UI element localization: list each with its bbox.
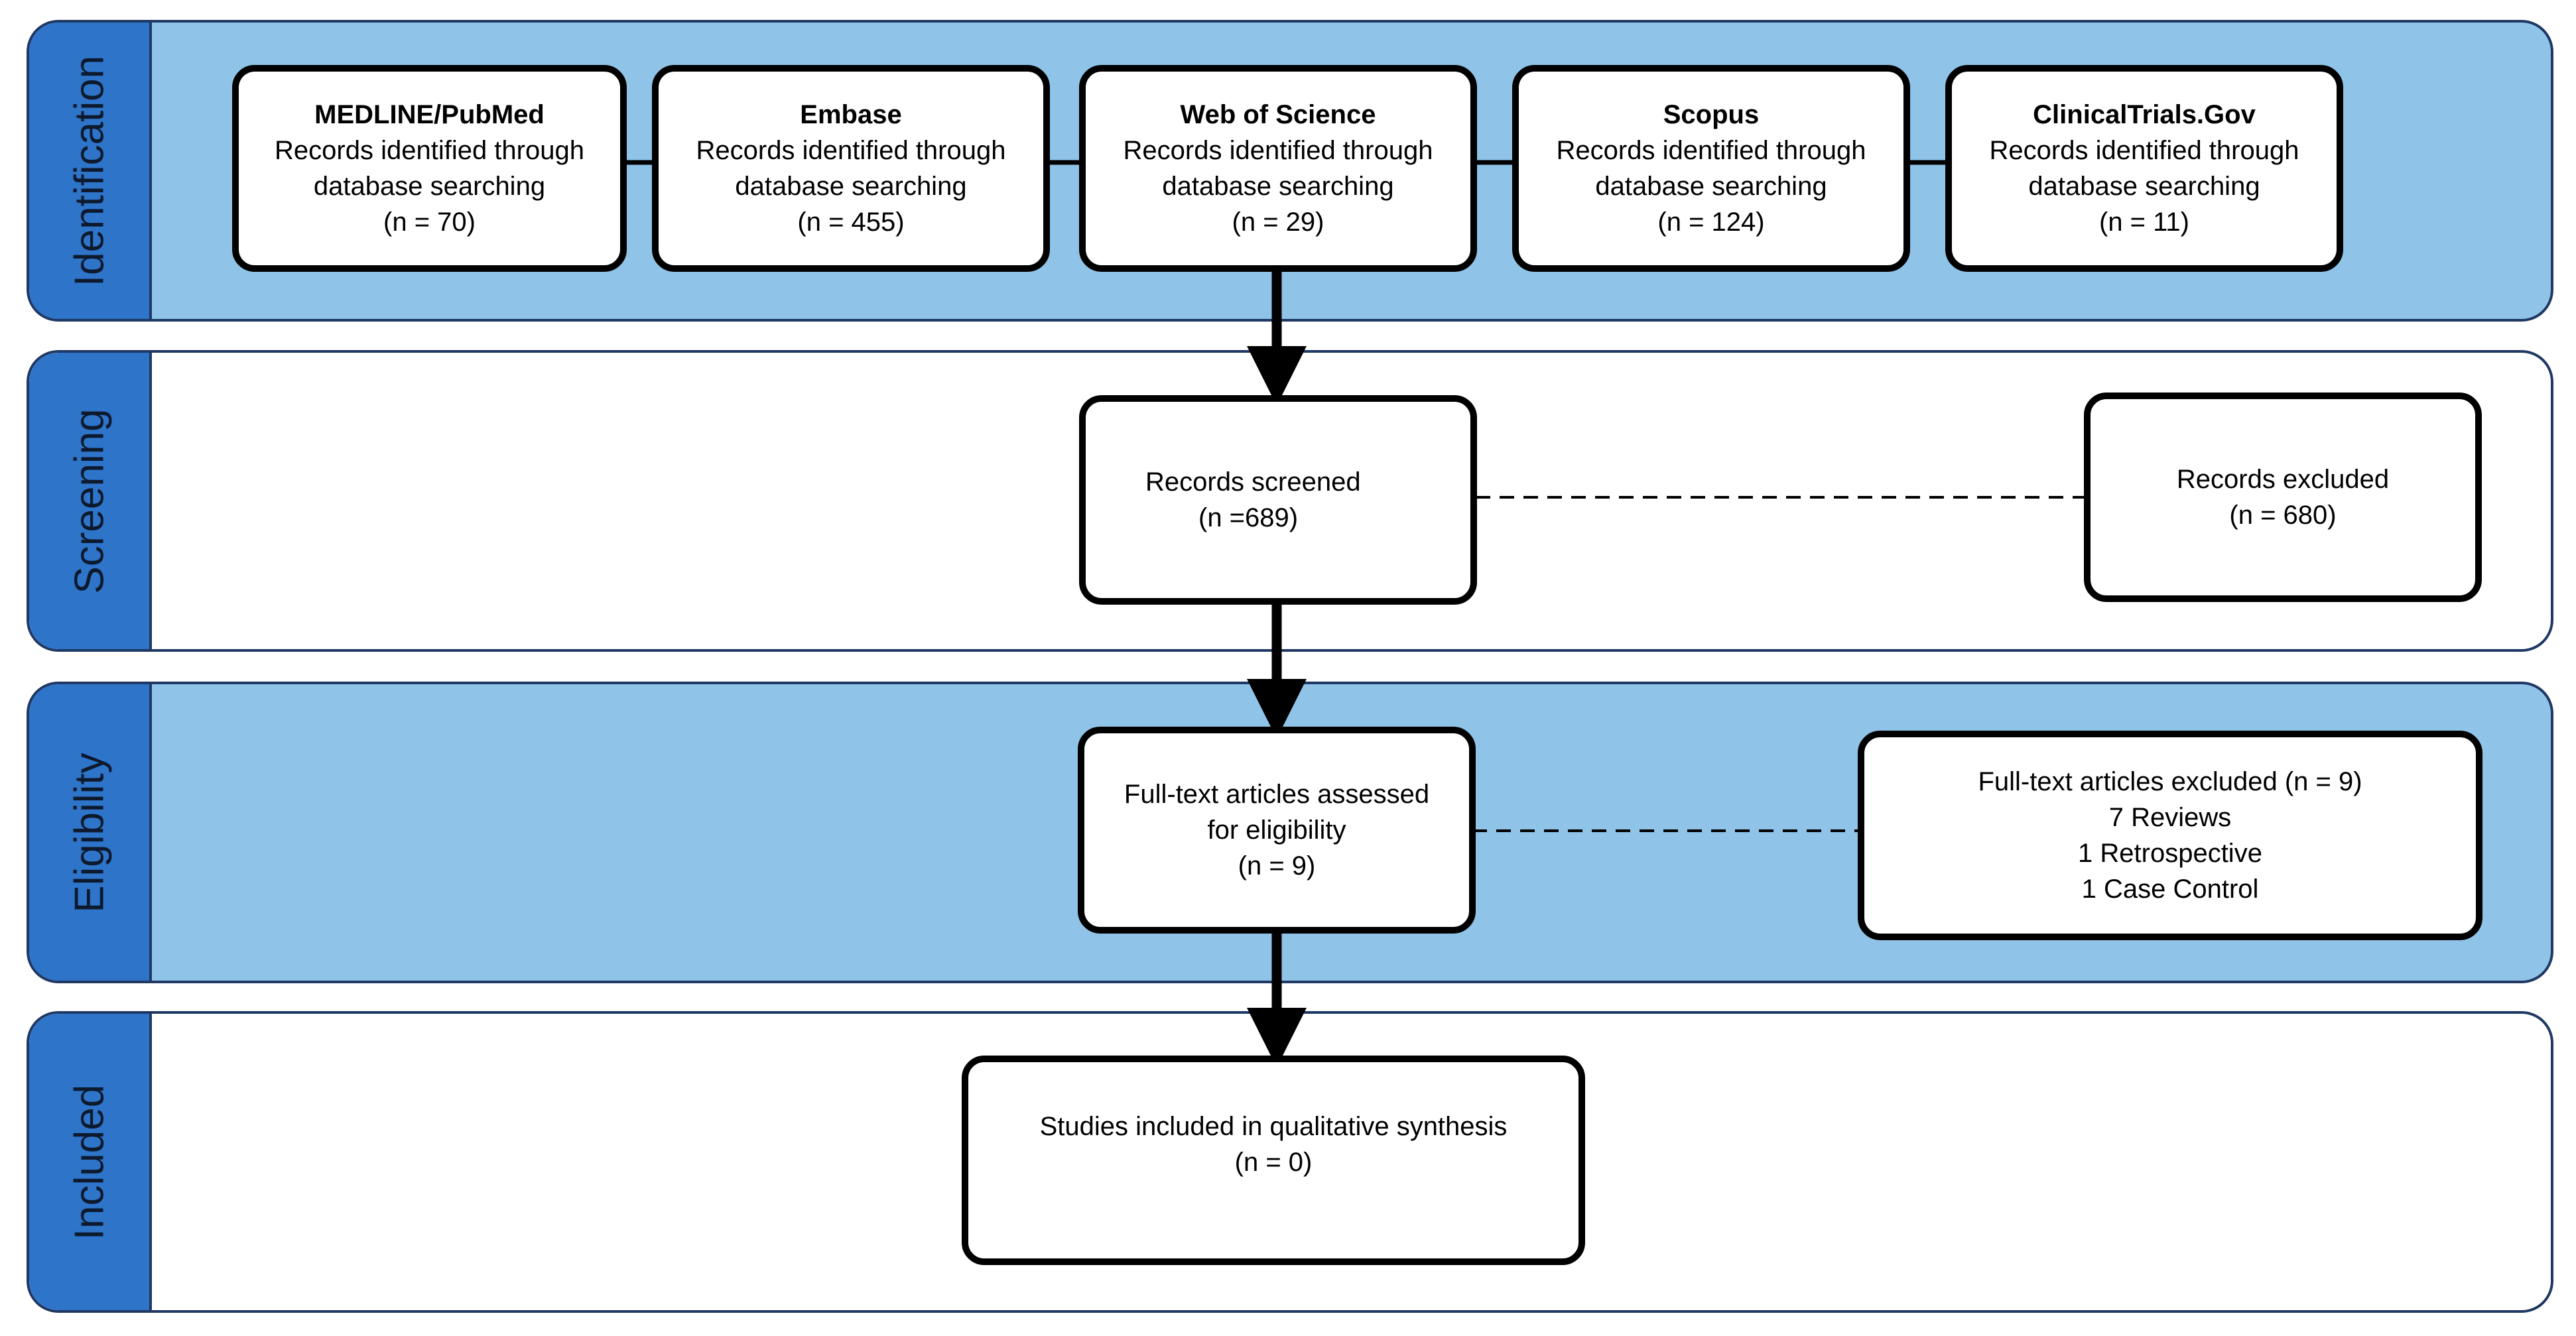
exclusion-reason-reviews: 7 Reviews (2108, 803, 2232, 832)
source-count: (n = 124) (1657, 208, 1765, 237)
source-count: (n = 70) (383, 208, 476, 237)
source-box-scopus: Scopus Records identified through databa… (1512, 65, 1910, 272)
exclusion-reason-retrospective: 1 Retrospective (2078, 839, 2262, 868)
records-excluded-box: Records excluded (n = 680) (2084, 393, 2482, 602)
source-description-line2: database searching (313, 172, 546, 201)
screening-stage-label: Screening (29, 353, 152, 649)
source-count: (n = 455) (797, 208, 905, 237)
included-stage-label: Included (29, 1014, 152, 1310)
source-count: (n = 11) (2099, 208, 2189, 237)
records-screened-box: Records screened (n =689) (1079, 395, 1477, 605)
source-box-web-of-science: Web of Science Records identified throug… (1079, 65, 1477, 272)
source-title: Web of Science (1180, 100, 1376, 129)
source-title: Embase (800, 100, 902, 129)
source-description-line1: Records identified through (1123, 136, 1433, 165)
source-title: ClinicalTrials.Gov (2033, 100, 2256, 129)
source-description-line1: Records identified through (275, 136, 584, 165)
source-description-line1: Records identified through (1556, 136, 1866, 165)
studies-included-label: Studies included in qualitative synthesi… (1039, 1112, 1508, 1141)
full-text-excluded-box: Full-text articles excluded (n = 9) 7 Re… (1858, 731, 2482, 940)
source-description-line2: database searching (735, 172, 967, 201)
records-excluded-label: Records excluded (2176, 465, 2390, 494)
records-excluded-count: (n = 680) (2229, 501, 2337, 530)
source-box-clinicaltrials: ClinicalTrials.Gov Records identified th… (1945, 65, 2343, 272)
source-title: MEDLINE/PubMed (314, 100, 545, 129)
source-box-embase: Embase Records identified through databa… (652, 65, 1050, 272)
full-text-assessed-count: (n = 9) (1238, 851, 1316, 881)
full-text-assessed-box: Full-text articles assessed for eligibil… (1078, 727, 1476, 934)
studies-included-box: Studies included in qualitative synthesi… (962, 1056, 1585, 1265)
source-description-line1: Records identified through (1989, 136, 2299, 165)
identification-stage-label: Identification (29, 23, 152, 319)
source-description-line2: database searching (1162, 172, 1394, 201)
records-screened-label: Records screened (1145, 467, 1361, 497)
source-description-line2: database searching (1595, 172, 1827, 201)
source-box-medline: MEDLINE/PubMed Records identified throug… (232, 65, 627, 272)
full-text-assessed-label-line1: Full-text articles assessed (1124, 780, 1430, 809)
source-count: (n = 29) (1232, 208, 1324, 237)
exclusion-reason-case-control: 1 Case Control (2081, 875, 2259, 904)
eligibility-stage-label: Eligibility (29, 684, 152, 981)
source-title: Scopus (1663, 100, 1760, 129)
full-text-assessed-label-line2: for eligibility (1207, 816, 1346, 845)
source-description-line1: Records identified through (696, 136, 1006, 165)
studies-included-count: (n = 0) (1234, 1148, 1313, 1177)
source-description-line2: database searching (2028, 172, 2260, 201)
full-text-excluded-label: Full-text articles excluded (n = 9) (1978, 767, 2362, 796)
records-screened-count: (n =689) (1198, 503, 1299, 532)
